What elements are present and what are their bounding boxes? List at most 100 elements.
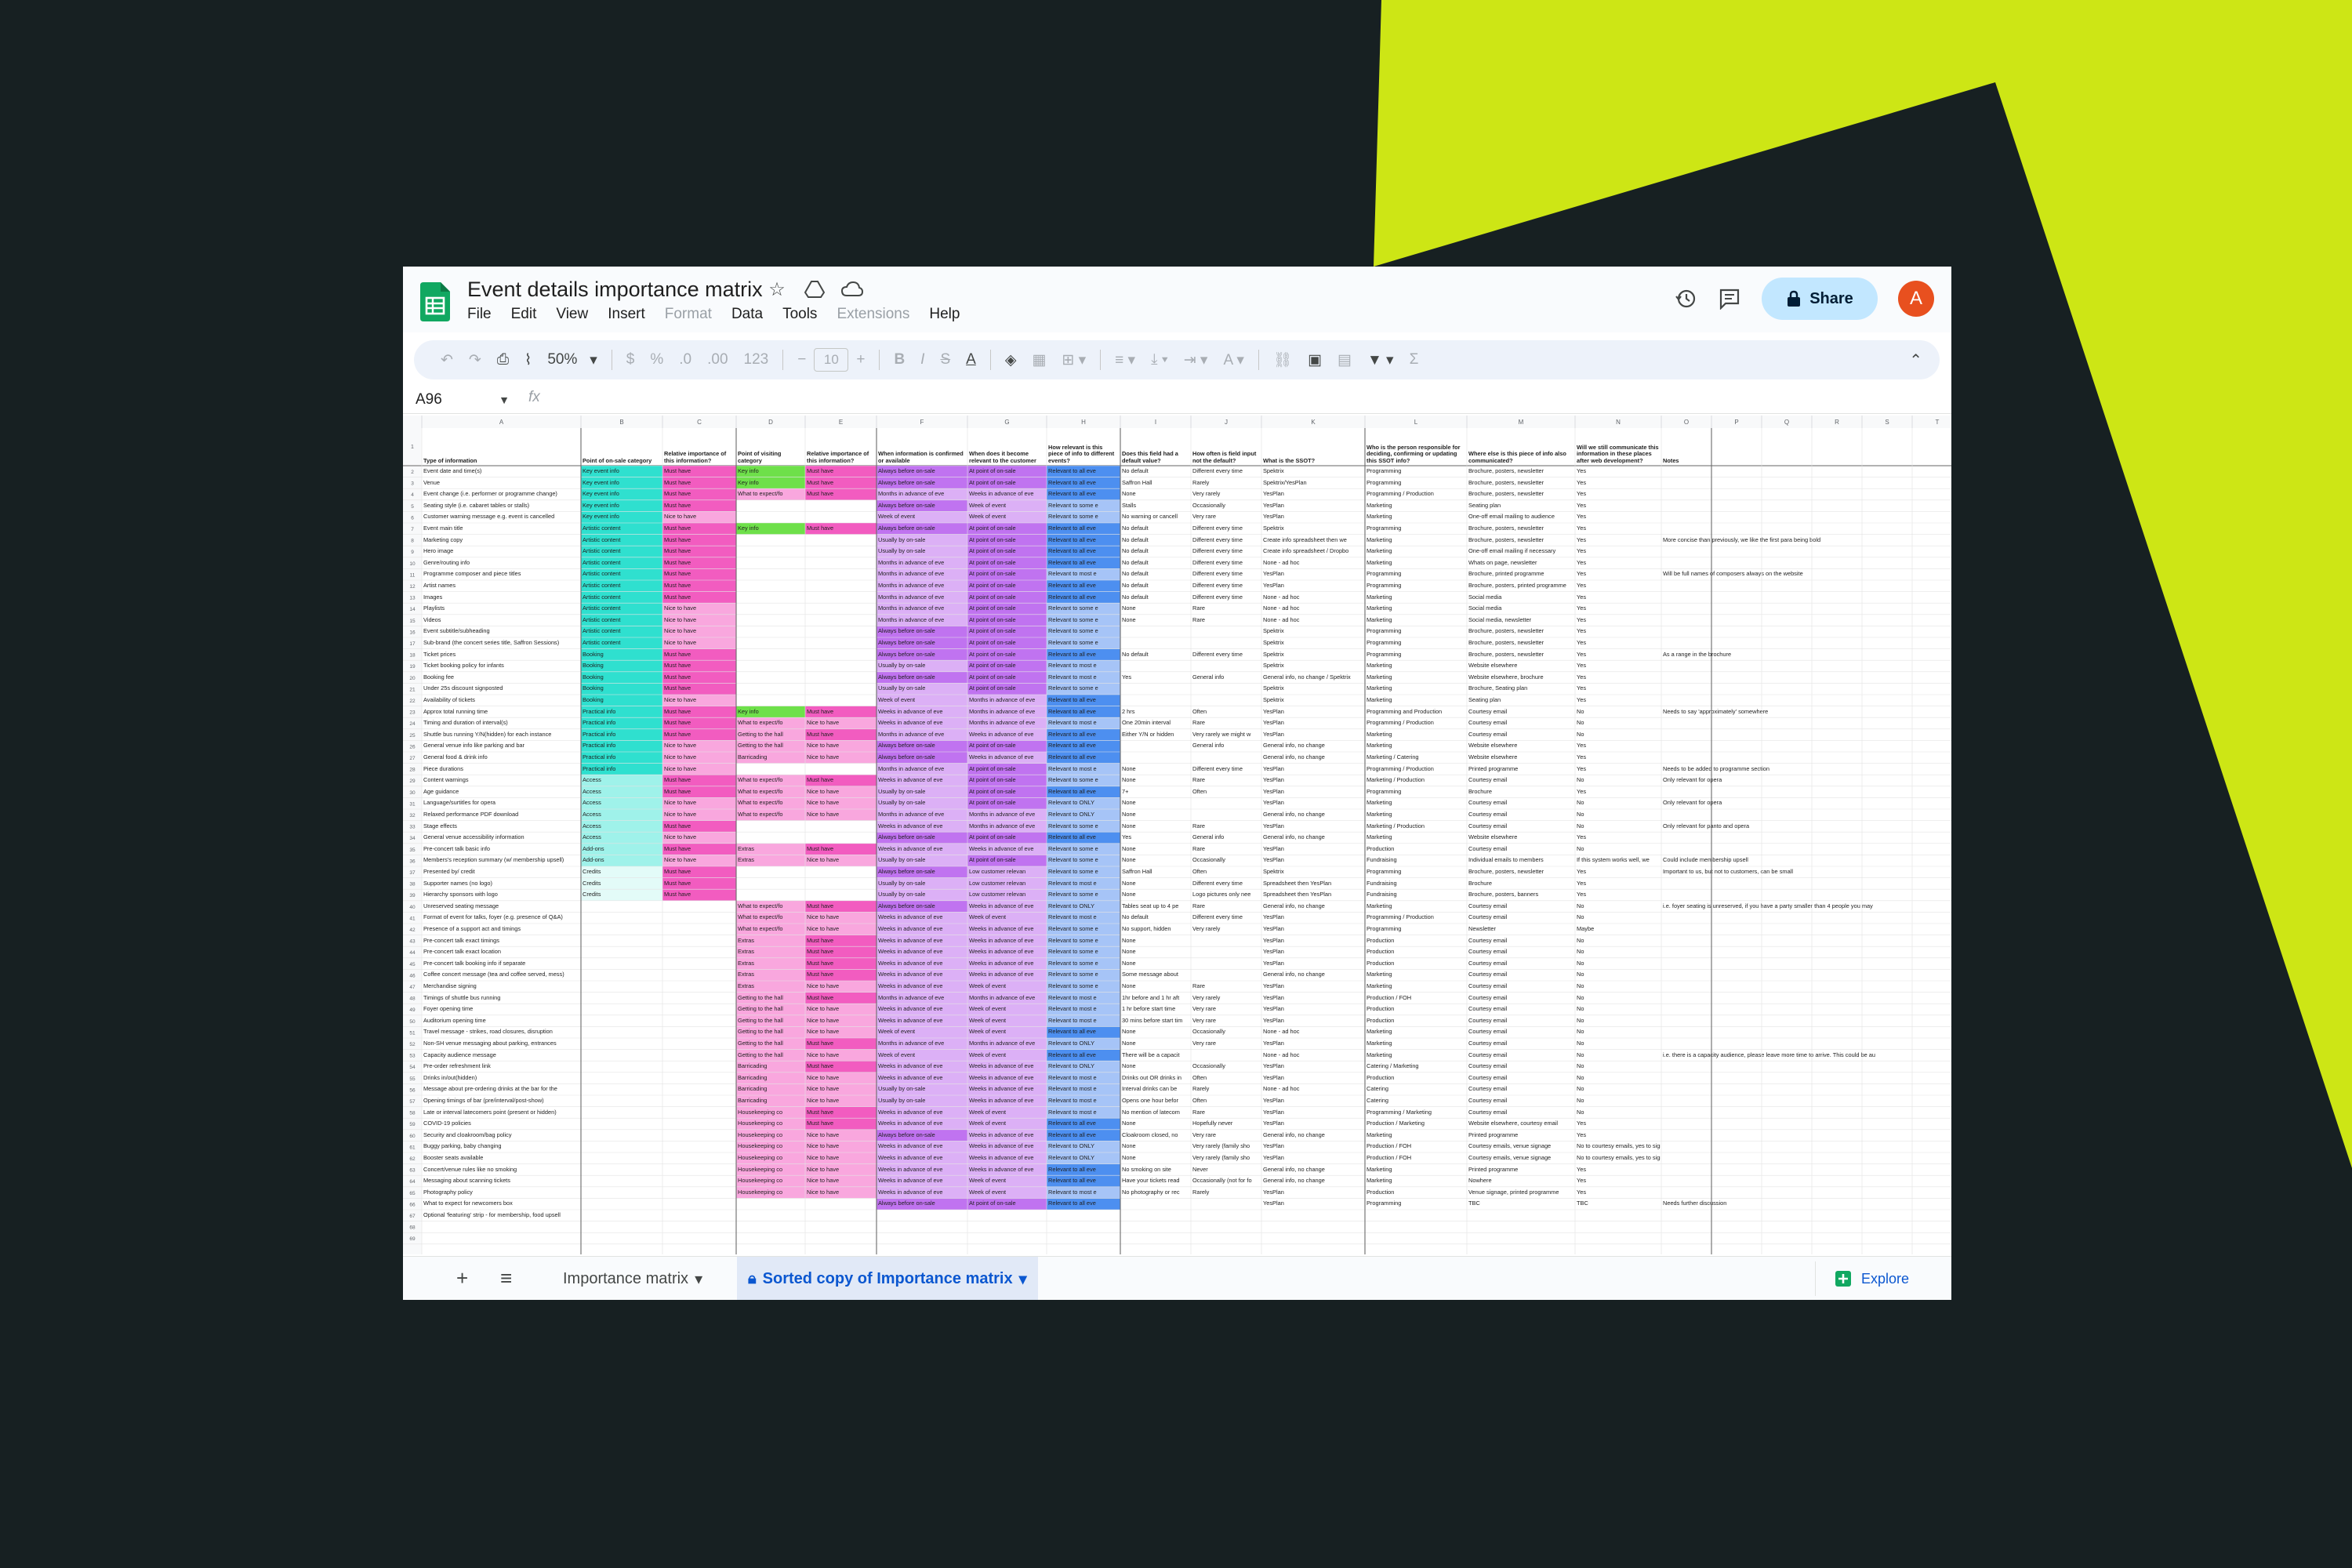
cell[interactable]: What to expect for newcomers box: [423, 1198, 580, 1210]
cell[interactable]: Spektrix: [1263, 523, 1364, 535]
cell[interactable]: Could include membership upsell: [1663, 855, 1951, 866]
cell[interactable]: No: [1577, 1026, 1661, 1038]
cell[interactable]: Practical info: [583, 764, 662, 775]
cell[interactable]: Programming / Production: [1367, 764, 1466, 775]
cell[interactable]: Barricading: [738, 752, 804, 764]
cell[interactable]: Yes: [1577, 488, 1661, 500]
cell[interactable]: Relevant to all eve: [1048, 649, 1120, 661]
cell[interactable]: None: [1122, 821, 1190, 833]
cell[interactable]: Buggy parking, baby changing: [423, 1141, 580, 1152]
cell[interactable]: No default: [1122, 546, 1190, 557]
row-number[interactable]: 25: [409, 733, 416, 739]
cell[interactable]: Getting to the hall: [738, 1015, 804, 1027]
cell[interactable]: Yes: [1577, 603, 1661, 615]
cell[interactable]: Relevant to most e: [1048, 1095, 1120, 1107]
cell[interactable]: Must have: [664, 706, 735, 718]
row-number[interactable]: 60: [409, 1134, 416, 1139]
cell[interactable]: YesPlan: [1263, 729, 1364, 741]
row-number[interactable]: 8: [411, 539, 414, 544]
cell[interactable]: Artistic content: [583, 626, 662, 637]
version-history-icon[interactable]: [1674, 287, 1697, 310]
cell[interactable]: No to courtesy emails, yes to signage: [1577, 1152, 1661, 1164]
star-icon[interactable]: ☆: [768, 278, 786, 300]
row-number[interactable]: 9: [411, 550, 414, 555]
cell[interactable]: Always before on-sale: [878, 740, 967, 752]
cell[interactable]: Different every time: [1192, 580, 1261, 592]
cell[interactable]: Yes: [1577, 500, 1661, 512]
cell[interactable]: Barricading: [738, 1073, 804, 1084]
row-number[interactable]: 40: [409, 905, 416, 910]
cell[interactable]: General info, no change: [1263, 809, 1364, 821]
cell[interactable]: Yes: [1577, 477, 1661, 489]
row-number[interactable]: 54: [409, 1065, 416, 1070]
cell[interactable]: What to expect/fo: [738, 786, 804, 798]
menu-insert[interactable]: Insert: [608, 306, 645, 322]
cell[interactable]: Week of event: [969, 912, 1046, 924]
cell[interactable]: Relevant to all eve: [1048, 740, 1120, 752]
cell[interactable]: Add-ons: [583, 844, 662, 855]
cell[interactable]: Must have: [664, 866, 735, 878]
number-format-button[interactable]: 123: [743, 351, 769, 368]
decrease-decimal-button[interactable]: .0: [679, 351, 692, 368]
cell[interactable]: Relevant to some e: [1048, 981, 1120, 993]
cell[interactable]: Housekeeping co: [738, 1175, 804, 1187]
cell[interactable]: Relevant to ONLY: [1048, 1141, 1120, 1152]
cell[interactable]: Tables seat up to 4 pe: [1122, 901, 1190, 913]
cell[interactable]: Ticket prices: [423, 649, 580, 661]
column-header[interactable]: M: [1519, 419, 1524, 426]
cell[interactable]: Courtesy email: [1468, 901, 1574, 913]
cell[interactable]: Production: [1367, 935, 1466, 947]
cell[interactable]: Courtesy emails, venue signage: [1468, 1152, 1574, 1164]
cell[interactable]: General info: [1192, 740, 1261, 752]
cell[interactable]: YesPlan: [1263, 993, 1364, 1004]
cell[interactable]: 30 mins before start tim: [1122, 1015, 1190, 1027]
undo-icon[interactable]: ↶: [441, 351, 453, 368]
cell[interactable]: Getting to the hall: [738, 729, 804, 741]
cell[interactable]: No default: [1122, 568, 1190, 580]
cell[interactable]: Relevant to some e: [1048, 683, 1120, 695]
cell[interactable]: Key event info: [583, 477, 662, 489]
cell[interactable]: Must have: [807, 775, 876, 786]
cell[interactable]: Marketing: [1367, 672, 1466, 684]
cell[interactable]: Must have: [664, 649, 735, 661]
column-header[interactable]: S: [1885, 419, 1889, 426]
cell[interactable]: Always before on-sale: [878, 866, 967, 878]
cell[interactable]: No photography or rec: [1122, 1187, 1190, 1199]
header-cell[interactable]: Who is the person responsible for decidi…: [1367, 430, 1465, 464]
cell[interactable]: Nice to have: [807, 797, 876, 809]
cell[interactable]: Website elsewhere, courtesy email: [1468, 1118, 1574, 1130]
cell[interactable]: YesPlan: [1263, 821, 1364, 833]
cell[interactable]: Access: [583, 786, 662, 798]
cell[interactable]: Marketing: [1367, 511, 1466, 523]
cell[interactable]: Relevant to some e: [1048, 924, 1120, 935]
tab-sorted-copy[interactable]: 🔒︎ Sorted copy of Importance matrix ▾: [737, 1257, 1038, 1300]
cell[interactable]: Must have: [807, 969, 876, 981]
cell[interactable]: YesPlan: [1263, 1095, 1364, 1107]
cell[interactable]: Courtesy email: [1468, 946, 1574, 958]
cell[interactable]: Access: [583, 797, 662, 809]
header-cell[interactable]: Notes: [1663, 430, 1710, 464]
cell[interactable]: Website elsewhere, brochure: [1468, 672, 1574, 684]
cell[interactable]: No default: [1122, 912, 1190, 924]
cell[interactable]: Catering: [1367, 1095, 1466, 1107]
cell[interactable]: None: [1122, 809, 1190, 821]
cell[interactable]: Courtesy email: [1468, 935, 1574, 947]
zoom-select[interactable]: 50% ▾: [539, 351, 604, 369]
filter-icon[interactable]: ▼ ▾: [1367, 351, 1394, 368]
cell[interactable]: YesPlan: [1263, 1107, 1364, 1119]
cell[interactable]: Rare: [1192, 844, 1261, 855]
cell[interactable]: Artistic content: [583, 637, 662, 649]
cell[interactable]: Presented by/ credit: [423, 866, 580, 878]
cell[interactable]: Usually by on-sale: [878, 535, 967, 546]
cell[interactable]: Marketing: [1367, 603, 1466, 615]
text-color-icon[interactable]: A: [966, 351, 976, 368]
cell[interactable]: Drinks in/out(hidden): [423, 1073, 580, 1084]
menu-help[interactable]: Help: [929, 306, 960, 322]
cell[interactable]: Weeks in advance of eve: [878, 1004, 967, 1015]
cell[interactable]: Access: [583, 821, 662, 833]
cell[interactable]: Extras: [738, 981, 804, 993]
all-sheets-icon[interactable]: ≡: [500, 1266, 513, 1290]
cell[interactable]: Often: [1192, 1095, 1261, 1107]
cell[interactable]: At point of on-sale: [969, 477, 1046, 489]
cell[interactable]: Weeks in advance of eve: [878, 958, 967, 970]
